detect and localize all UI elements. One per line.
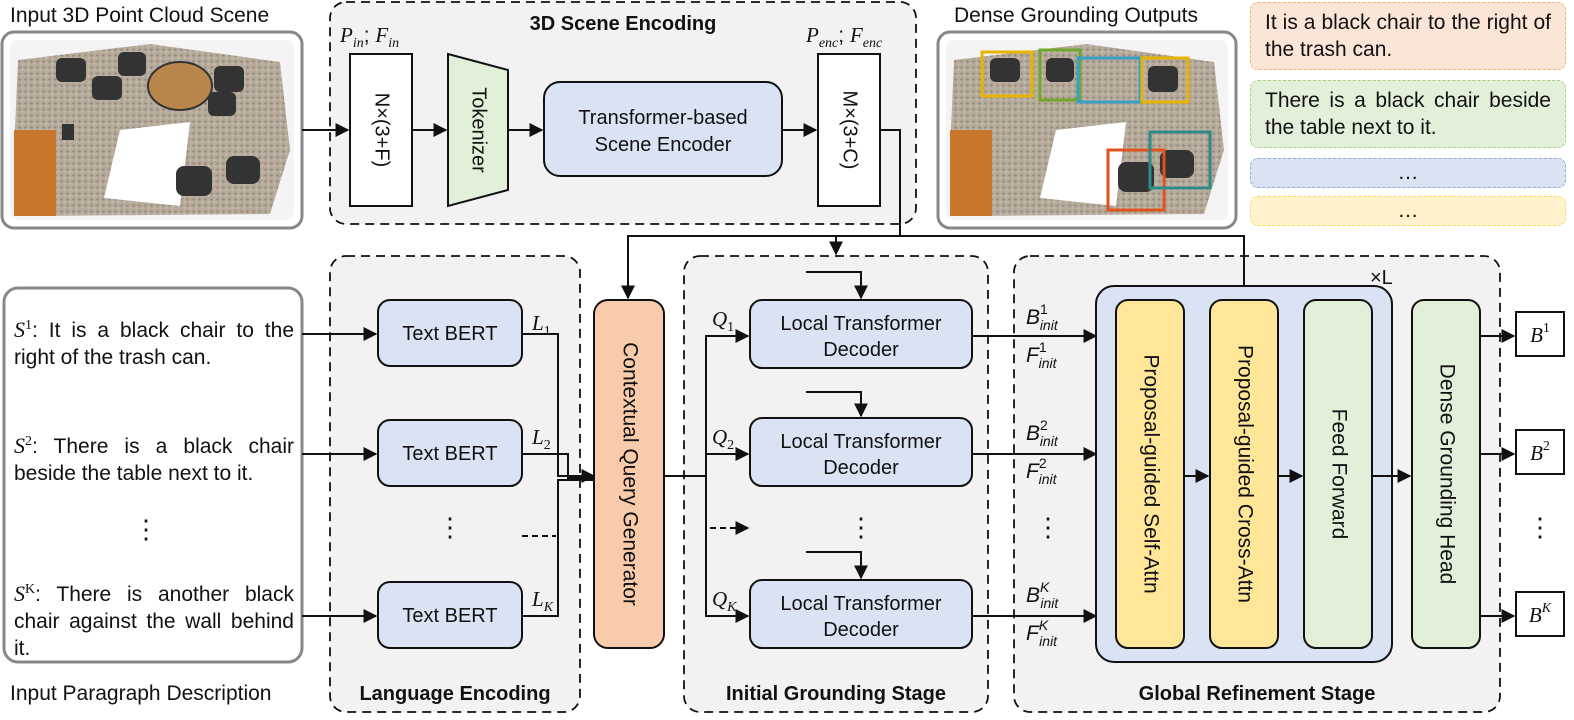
input-dim-text: N×(3+F) [371,93,393,167]
output-dim-text: M×(3+C) [839,91,861,170]
language-encoding-title: Language Encoding [359,683,550,705]
input-dim-block [349,53,413,207]
dense-output-text-3: … [1250,158,1566,188]
text-bert-2: Text BERT [377,419,523,487]
initial-grounding-title: Initial Grounding Stage [726,683,946,705]
refinement-arrows [1184,329,1516,623]
repeat-label: ×L [1370,267,1393,289]
local-decoder-k-line2: Decoder [823,619,899,641]
sentence-1: S1: It is a black chair to the right of … [14,317,294,369]
dense-output-text-1: It is a black chair to the right of the … [1250,2,1566,70]
sentence-ellipsis: ⋮ [133,514,159,544]
feed-forward-block [1303,299,1373,649]
text-bert-2-label: Text BERT [402,443,497,465]
output-box-1: B1 [1515,311,1565,357]
local-decoder-1: Local Transformer Decoder [749,299,973,369]
input-point-cloud-image [0,30,304,230]
decoder-ellipsis: ⋮ [848,512,874,542]
global-refinement-title: Global Refinement Stage [1139,683,1376,705]
dense-grounding-output-image [936,30,1238,230]
local-decoder-k: Local Transformer Decoder [749,579,973,649]
dense-head-text: Dense Grounding Head [1435,364,1458,585]
dense-output-text-2: There is a black chair beside the table … [1250,80,1566,148]
q1-label: Q1 [712,307,734,335]
svg-text:B2: B2 [1530,439,1550,465]
query-generator-block [593,299,665,649]
local-decoder-k-line1: Local Transformer [780,593,942,615]
local-decoder-2-line2: Decoder [823,457,899,479]
output-ellipsis: ⋮ [1527,512,1553,542]
svg-text:B1: B1 [1530,321,1550,347]
text-bert-1: Text BERT [377,299,523,367]
cross-attn-text: Proposal-guided Cross-Attn [1233,345,1256,603]
input-paragraph-label: Input Paragraph Description [10,682,272,705]
local-decoder-1-line1: Local Transformer [780,313,942,335]
l2-label: L2 [531,425,551,453]
scene-encoder-text-1: Transformer-based [578,107,747,129]
output-dim-block [817,53,881,207]
cross-attn-block [1209,299,1279,649]
tokenizer-text: Tokenizer [468,87,490,173]
query-generator-text: Contextual Query Generator [618,342,641,606]
sentence-k: SK: There is another black chair against… [14,581,294,660]
scene-encoder-text-2: Scene Encoder [595,134,732,156]
lk-label: LK [531,587,554,615]
dense-outputs-label: Dense Grounding Outputs [954,4,1198,27]
sentence-2: S2: There is a black chair beside the ta… [14,433,294,485]
local-decoder-2: Local Transformer Decoder [749,417,973,487]
local-decoder-2-line1: Local Transformer [780,431,942,453]
dense-output-text-4: … [1250,196,1566,226]
text-bert-k: Text BERT [377,581,523,649]
init-ellipsis: ⋮ [1035,512,1061,542]
local-decoder-1-line2: Decoder [823,339,899,361]
encoder-arrows [302,123,1251,300]
tokenizer-block [447,52,509,208]
svg-text:BK: BK [1529,601,1552,627]
self-attn-text: Proposal-guided Self-Attn [1139,354,1162,593]
scene-encoding-title: 3D Scene Encoding [530,13,717,35]
input-scene-label: Input 3D Point Cloud Scene [10,4,269,27]
feed-forward-text: Feed Forward [1327,409,1350,540]
q2-label: Q2 [712,425,734,453]
output-box-k: BK [1515,591,1565,637]
output-box-2: B2 [1515,429,1565,475]
text-bert-1-label: Text BERT [402,323,497,345]
bert-ellipsis: ⋮ [437,512,463,542]
language-arrows [302,327,596,623]
input-paragraph-box [2,286,304,664]
l1-label: L1 [531,311,551,339]
p-enc-f-enc-label: Penc; Fenc [805,23,883,51]
text-bert-k-label: Text BERT [402,605,497,627]
self-attn-block [1115,299,1185,649]
p-in-f-in-label: Pin; Fin [339,23,399,51]
qk-label: QK [712,587,737,615]
dense-head-block [1411,299,1481,649]
decoder-arrows [664,271,1098,623]
scene-encoder-block [543,81,783,177]
